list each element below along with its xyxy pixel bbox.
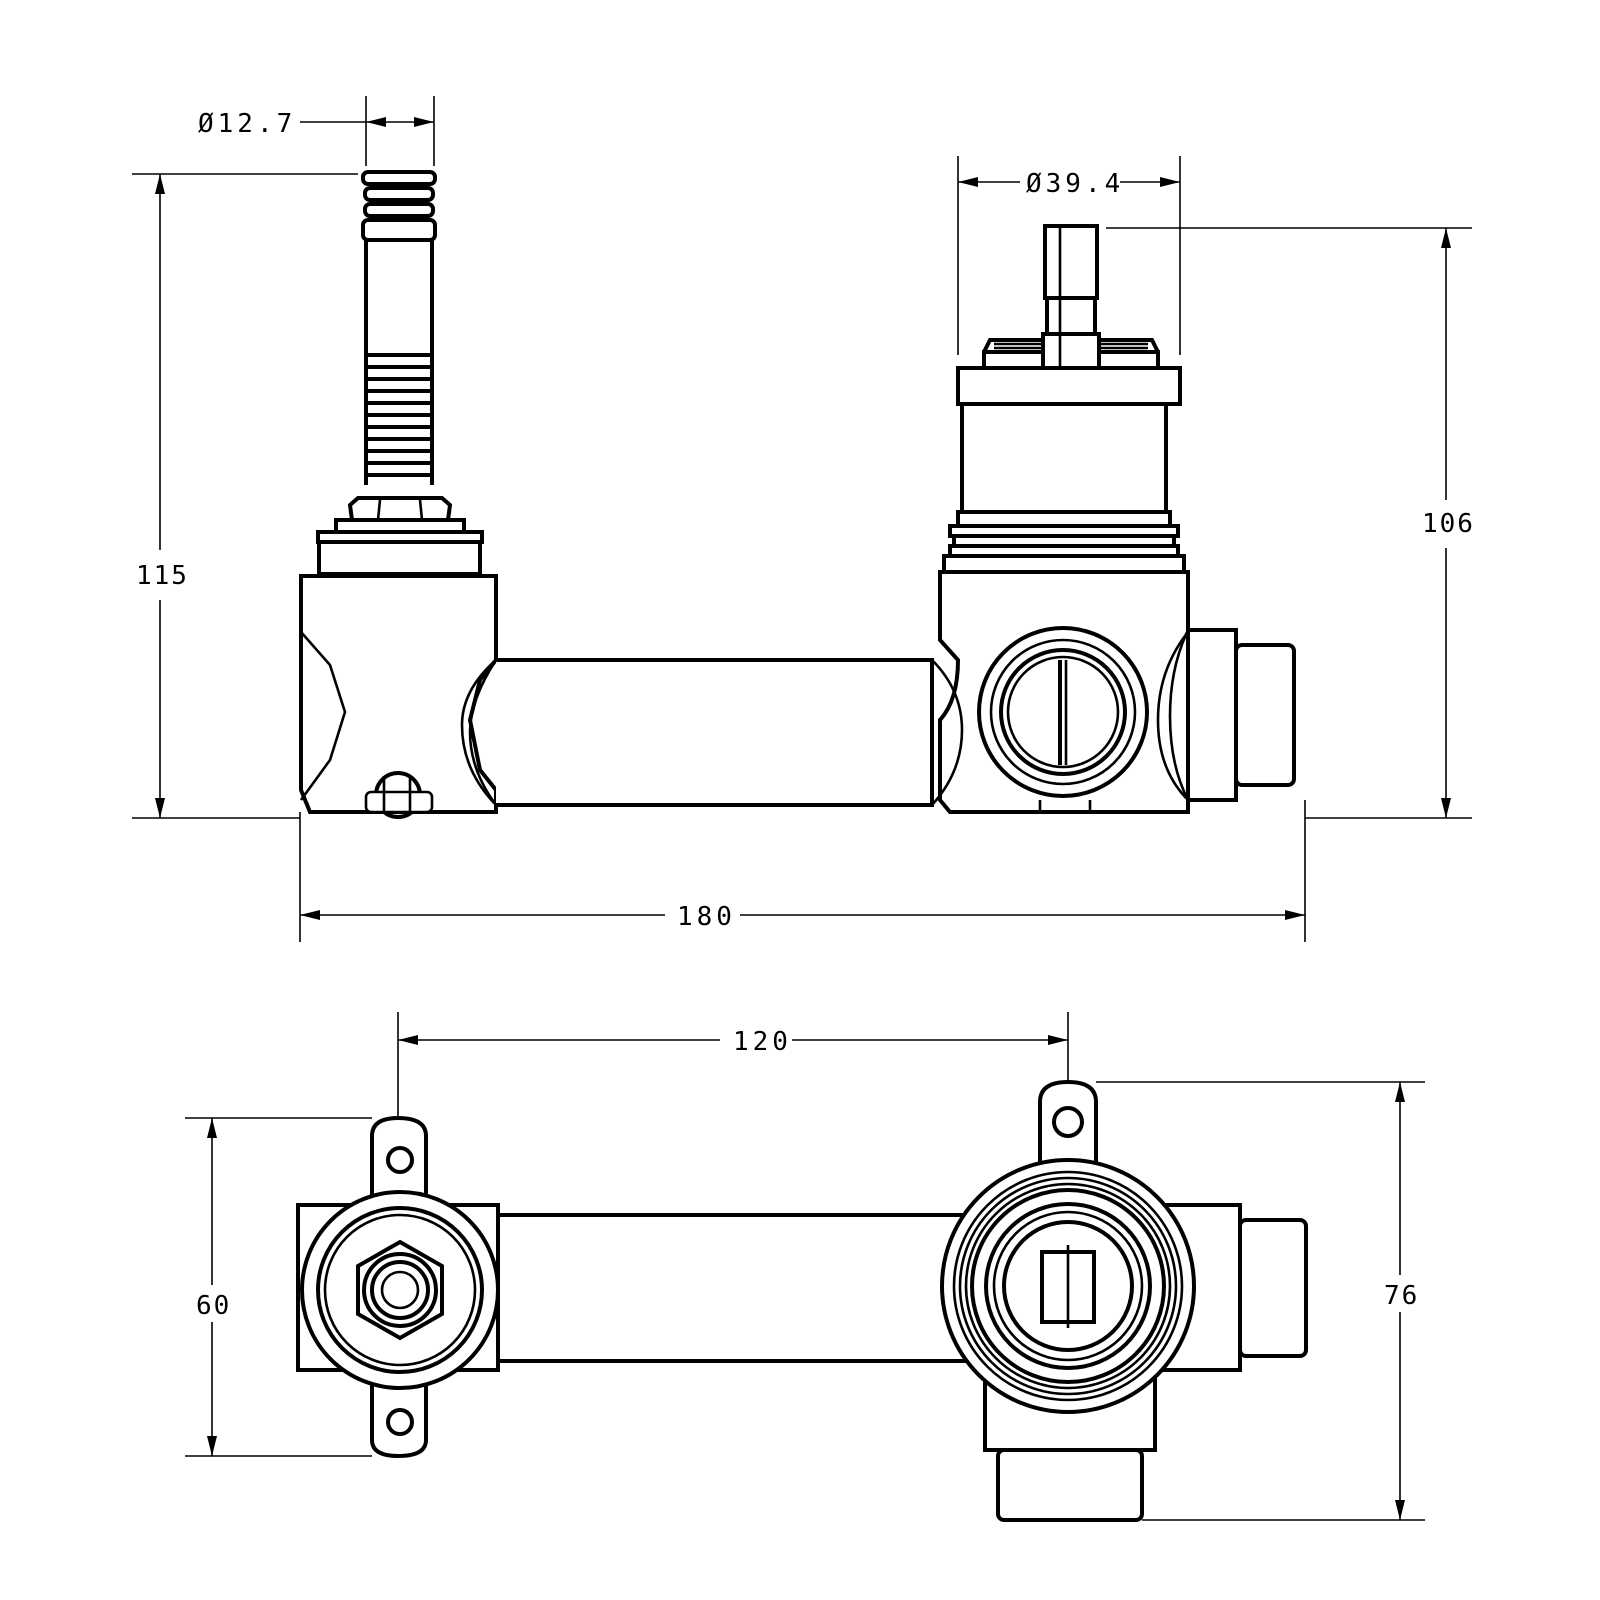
top-view: 120 60 76: [185, 1012, 1425, 1522]
top-lower-outlet: [996, 1448, 1144, 1522]
dim-overall-length: 180: [299, 800, 1306, 942]
dim-cartridge-diameter: Ø39.4: [957, 156, 1181, 355]
right-valve-body: [931, 570, 1296, 814]
stem-diameter-label: Ø12.7: [198, 109, 296, 139]
cartridge: [942, 224, 1186, 574]
left-height-label: 115: [136, 561, 189, 591]
left-spindle: [316, 170, 484, 576]
overall-length-label: 180: [677, 902, 736, 932]
left-valve-body: [299, 574, 498, 819]
front-view: Ø12.7 Ø39.4 115 106: [132, 96, 1475, 942]
bracket-hole-top: [386, 1146, 414, 1174]
top-pipe: [438, 1213, 1002, 1363]
dim-stem-diameter: Ø12.7: [198, 96, 435, 166]
overall-depth-label: 76: [1384, 1281, 1419, 1311]
left-spindle-top: [300, 1190, 500, 1390]
dim-left-height: 115: [132, 173, 358, 819]
bracket-hole-bottom: [386, 1408, 414, 1436]
top-right-connector: [1238, 1218, 1308, 1358]
right-mounting-bracket: [1038, 1079, 1098, 1182]
right-height-label: 106: [1422, 509, 1475, 539]
cartridge-diameter-label: Ø39.4: [1026, 169, 1124, 199]
right-bracket-hole: [1052, 1106, 1084, 1138]
connecting-pipe: [468, 658, 934, 807]
cartridge-top: [940, 1158, 1196, 1414]
center-distance-label: 120: [733, 1027, 792, 1057]
dim-overall-depth: 76: [1096, 1081, 1425, 1521]
dim-bracket-height: 60: [185, 1117, 372, 1457]
bracket-height-label: 60: [196, 1291, 231, 1321]
dim-right-height: 106: [1106, 227, 1475, 819]
dim-center-distance: 120: [397, 1012, 1069, 1118]
